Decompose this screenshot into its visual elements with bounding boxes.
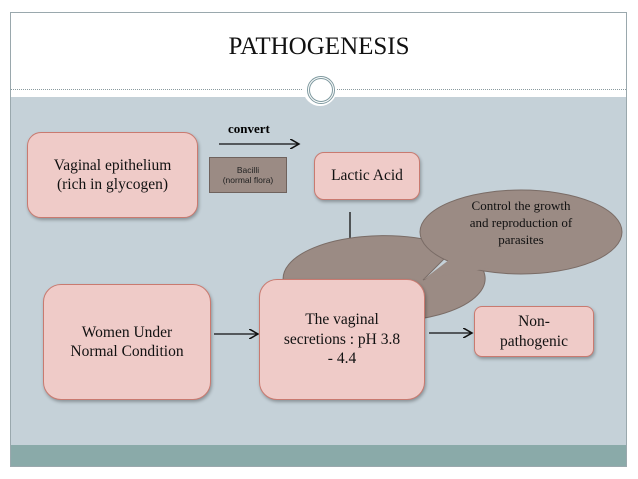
node-epithelium: Vaginal epithelium (rich in glycogen) xyxy=(27,132,198,218)
convert-label: convert xyxy=(228,121,270,136)
node-secretions: The vaginal secretions : pH 3.8 - 4.4 xyxy=(259,279,425,400)
node-non-pathogenic: Non- pathogenic xyxy=(474,306,594,357)
callout-text: Control the growth and reproduction of p… xyxy=(469,198,573,247)
node-women: Women Under Normal Condition xyxy=(43,284,211,400)
slide-title: PATHOGENESIS xyxy=(228,33,410,60)
node-bacilli: Bacilli (normal flora) xyxy=(209,157,287,193)
footer-bar xyxy=(11,445,626,466)
node-lactic-acid: Lactic Acid xyxy=(314,152,420,200)
bacilli-sublabel: (normal flora) xyxy=(222,175,274,185)
bacilli-label: Bacilli xyxy=(236,165,260,175)
divider-circle-icon xyxy=(303,72,337,106)
